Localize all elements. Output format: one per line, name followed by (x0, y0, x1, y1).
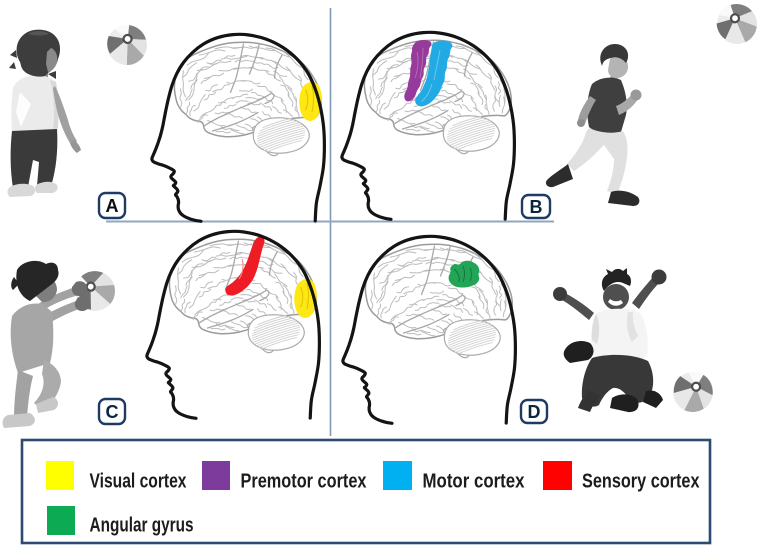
svg-text:Angular gyrus: Angular gyrus (90, 515, 194, 537)
svg-text:D: D (528, 402, 541, 422)
svg-text:Premotor cortex: Premotor cortex (241, 471, 367, 493)
svg-text:Visual cortex: Visual cortex (90, 471, 187, 493)
svg-text:C: C (106, 402, 119, 422)
svg-text:Sensory cortex: Sensory cortex (582, 471, 700, 493)
svg-text:Motor cortex: Motor cortex (423, 471, 525, 493)
svg-text:B: B (530, 197, 543, 217)
svg-text:A: A (106, 196, 119, 216)
